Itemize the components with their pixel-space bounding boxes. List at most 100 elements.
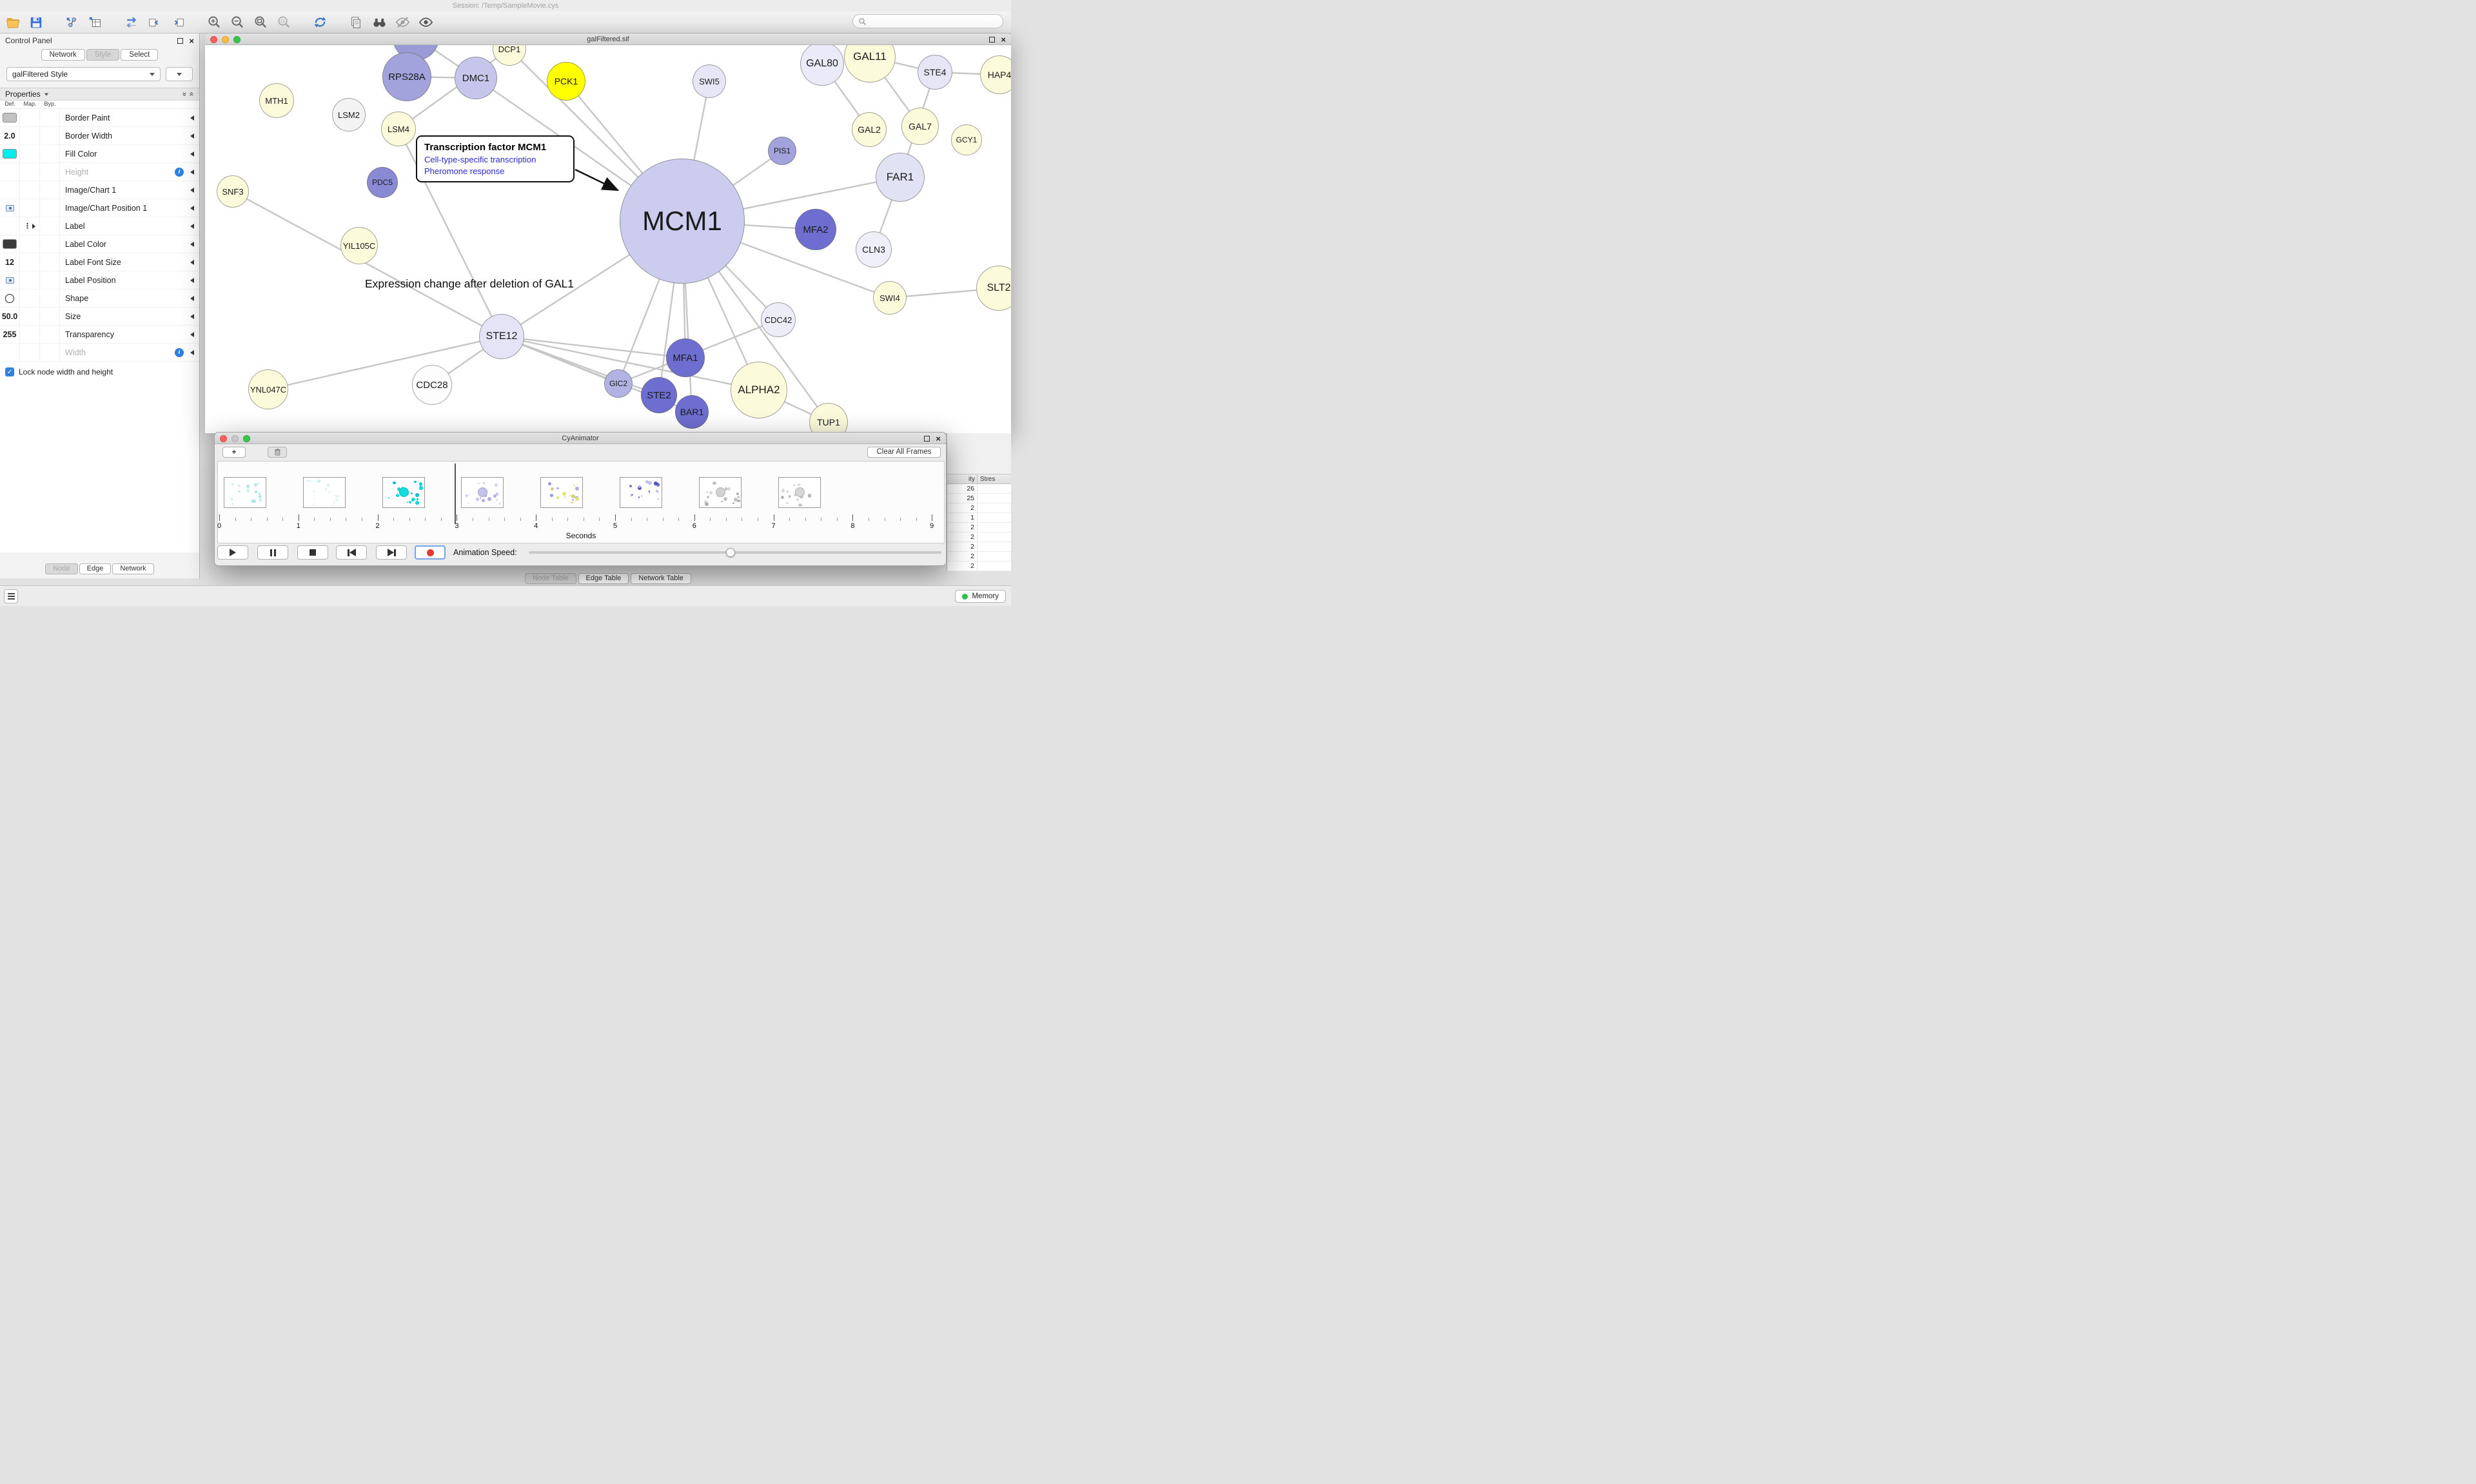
node-ste4[interactable]: STE4 (918, 55, 952, 90)
search-input[interactable] (870, 17, 992, 26)
tab-select[interactable]: Select (121, 49, 159, 61)
table-row[interactable]: 2 (947, 561, 1011, 571)
zoom-window-button[interactable] (233, 35, 241, 43)
float-window-icon[interactable] (924, 435, 930, 442)
node-cdc42[interactable]: CDC42 (761, 302, 796, 337)
node-gic2[interactable]: GIC2 (604, 369, 633, 398)
annotation-link-2[interactable]: Pheromone response (424, 166, 505, 176)
default-value-swatch[interactable] (3, 149, 17, 159)
info-icon[interactable]: i (175, 347, 184, 357)
edge-snf3-ste12[interactable] (232, 190, 502, 338)
tab-node[interactable]: Node (45, 563, 78, 574)
zoom-fit-button[interactable] (251, 14, 270, 32)
edge-ste12-mfa1[interactable] (501, 335, 686, 359)
frame-thumbnail-2[interactable] (382, 477, 425, 508)
tab-edge[interactable]: Edge (79, 563, 112, 574)
open-session-button[interactable] (4, 14, 22, 32)
node-hap4[interactable]: HAP4 (980, 55, 1011, 94)
network-canvas[interactable]: RPS28BRPS28ADMC1DCP1PCK1MTH1LSM2LSM4SNF3… (205, 45, 1011, 433)
tab-network-style[interactable]: Network (112, 563, 154, 574)
node-pdc5[interactable]: PDC5 (367, 167, 398, 198)
clear-all-frames-button[interactable]: Clear All Frames (867, 446, 941, 458)
node-far1[interactable]: FAR1 (876, 153, 925, 202)
collapse-arrow-icon[interactable] (190, 169, 194, 175)
table-row[interactable]: 2 (947, 552, 1011, 561)
node-swi5[interactable]: SWI5 (693, 64, 726, 98)
property-row-label-position[interactable]: Label Position (0, 271, 199, 289)
close-view-icon[interactable]: × (1001, 34, 1006, 44)
node-yil105c[interactable]: YIL105C (340, 227, 378, 264)
table-row[interactable]: 2 (947, 523, 1011, 532)
default-value-swatch[interactable] (3, 113, 17, 122)
show-all-button[interactable] (417, 14, 435, 32)
record-button[interactable] (415, 545, 446, 560)
collapse-arrow-icon[interactable] (190, 331, 194, 337)
minimize-window-button[interactable] (231, 434, 239, 442)
node-mcm1[interactable]: MCM1 (620, 159, 745, 284)
info-icon[interactable]: i (175, 167, 184, 177)
expand-all-icon[interactable]: « (187, 92, 197, 97)
hide-selected-button[interactable] (393, 14, 411, 32)
close-view-icon[interactable]: × (936, 433, 941, 444)
lock-size-checkbox[interactable]: ✓ (5, 367, 14, 376)
table-row[interactable]: 26 (947, 484, 1011, 494)
tab-node-table[interactable]: Node Table (525, 573, 576, 584)
close-window-button[interactable] (220, 434, 227, 442)
collapse-arrow-icon[interactable] (190, 241, 194, 247)
slider-thumb[interactable] (726, 548, 736, 557)
property-row-fill-color[interactable]: Fill Color (0, 145, 199, 163)
property-row-label[interactable]: ⋮Label (0, 217, 199, 235)
annotation-box[interactable]: Transcription factor MCM1 Cell-type-spec… (416, 135, 575, 182)
refresh-view-button[interactable] (311, 14, 329, 32)
default-value-swatch[interactable] (3, 239, 17, 249)
node-lsm2[interactable]: LSM2 (332, 98, 366, 132)
frame-thumbnail-7[interactable] (778, 477, 821, 508)
zoom-selected-button[interactable] (275, 14, 293, 32)
property-row-border-paint[interactable]: Border Paint (0, 109, 199, 127)
frame-thumbnail-4[interactable] (540, 477, 584, 508)
frame-thumbnail-1[interactable] (302, 477, 346, 508)
float-window-icon[interactable] (989, 36, 996, 43)
node-cln3[interactable]: CLN3 (856, 231, 892, 268)
position-icon[interactable] (5, 277, 14, 284)
collapse-arrow-icon[interactable] (190, 151, 194, 157)
frame-thumbnail-5[interactable] (620, 477, 662, 508)
mapping-icon[interactable]: ⋮ (24, 222, 35, 230)
playhead[interactable] (454, 464, 456, 524)
next-frame-button[interactable] (376, 545, 407, 560)
node-ynl047c[interactable]: YNL047C (248, 369, 288, 409)
stop-button[interactable] (297, 545, 328, 560)
node-snf3[interactable]: SNF3 (217, 175, 249, 208)
node-rps28a[interactable]: RPS28A (382, 52, 431, 101)
property-row-shape[interactable]: Shape (0, 289, 199, 308)
collapse-arrow-icon[interactable] (190, 349, 194, 355)
network-window-titlebar[interactable]: galFiltered.sif × (205, 34, 1011, 45)
column-header-stress[interactable]: Stres (980, 476, 996, 483)
collapse-arrow-icon[interactable] (190, 259, 194, 265)
pause-button[interactable] (257, 545, 288, 560)
last-network-button[interactable] (169, 14, 187, 32)
node-ste12[interactable]: STE12 (479, 314, 524, 359)
save-session-button[interactable] (27, 14, 45, 32)
node-alpha2[interactable]: ALPHA2 (731, 362, 787, 418)
memory-button[interactable]: Memory (955, 590, 1006, 603)
collapse-arrow-icon[interactable] (190, 295, 194, 301)
node-pis1[interactable]: PIS1 (768, 137, 796, 165)
edge-dcp1-lsm4[interactable] (398, 48, 510, 130)
tab-network-table[interactable]: Network Table (631, 573, 691, 584)
style-options-button[interactable] (166, 67, 193, 81)
collapse-arrow-icon[interactable] (190, 205, 194, 211)
tab-style[interactable]: Style (86, 49, 120, 61)
node-mfa2[interactable]: MFA2 (795, 209, 836, 250)
position-icon[interactable] (5, 204, 14, 211)
style-selector[interactable]: galFiltered Style (6, 67, 161, 81)
property-row-image-chart-1[interactable]: Image/Chart 1 (0, 181, 199, 199)
tab-edge-table[interactable]: Edge Table (578, 573, 629, 584)
add-frame-button[interactable]: + (222, 446, 246, 458)
chevron-down-icon[interactable] (44, 93, 48, 95)
